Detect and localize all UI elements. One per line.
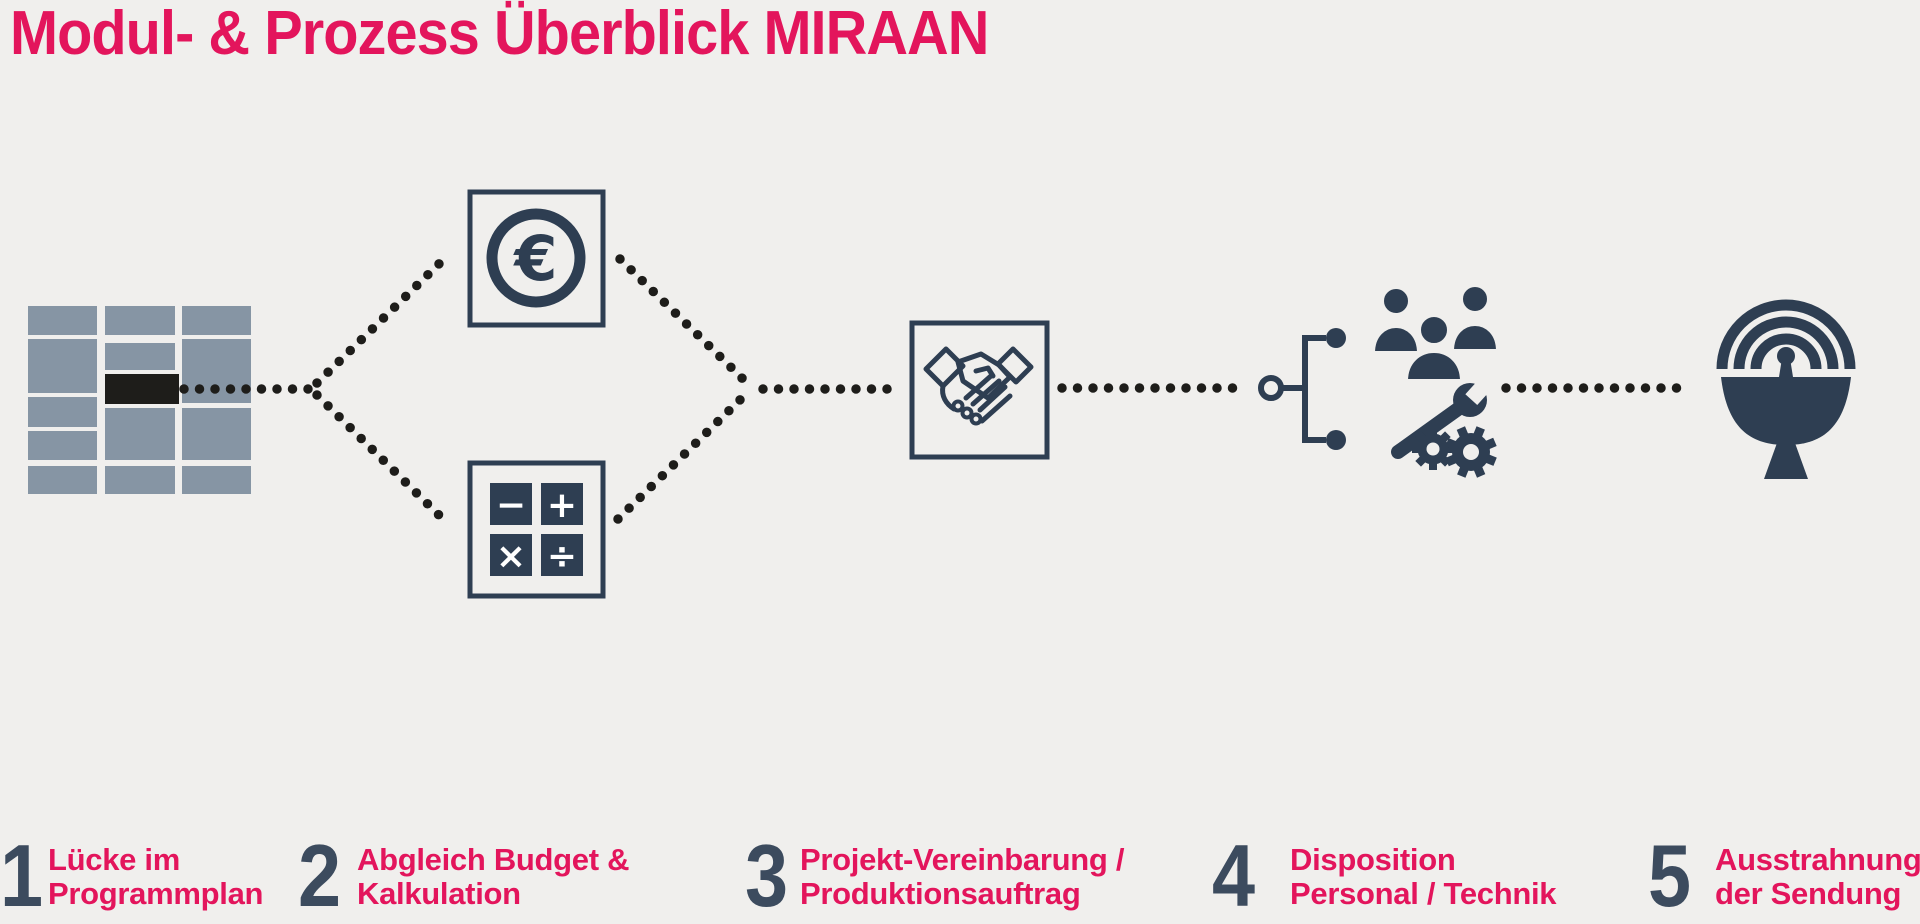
dotted-line-split-to-calculator (312, 390, 449, 525)
step-3-label-line1: Projekt-Vereinbarung / (800, 842, 1125, 877)
step-3-number: 3 (745, 826, 789, 924)
broadcast-dish-icon (1716, 299, 1856, 479)
page-title: Modul- & Prozess Überblick MIRAAN (10, 0, 989, 68)
divide-symbol: ÷ (547, 536, 577, 577)
program-gap-cell (105, 374, 179, 404)
step-5-number: 5 (1648, 826, 1692, 924)
gear-large (1445, 426, 1497, 478)
schedule-grid-icon (28, 306, 251, 494)
minus-symbol: − (496, 485, 526, 526)
step-2-label-line1: Abgleich Budget & (357, 842, 630, 877)
step-2-label: Abgleich Budget & Kalkulation (357, 843, 629, 911)
step-3-label: Projekt-Vereinbarung / Produktionsauftra… (800, 843, 1124, 911)
step-2-label-line2: Kalkulation (357, 876, 521, 911)
step-3-label-line2: Produktionsauftrag (800, 876, 1081, 911)
step-1-number: 1 (0, 826, 44, 924)
dotted-line-calculator-to-merge (613, 391, 749, 524)
step-1-label-line1: Lücke im (48, 842, 180, 877)
euro-coin-icon: € (467, 189, 606, 328)
multiply-symbol: × (496, 536, 526, 577)
step-2-number: 2 (298, 826, 342, 924)
team-icon (1370, 283, 1501, 383)
wrench-gears-icon (1391, 374, 1497, 478)
step-4-number: 4 (1212, 826, 1256, 924)
plus-symbol: + (547, 485, 577, 526)
dotted-line-euro-to-merge (615, 254, 750, 386)
step-4-label-line1: Disposition (1290, 842, 1456, 877)
calculator-icon: − + × ÷ (467, 460, 606, 599)
step-5-label-line2: der Sendung (1715, 876, 1902, 911)
step-1-label: Lücke im Programmplan (48, 843, 263, 911)
step-1-label-line2: Programmplan (48, 876, 264, 911)
branch-connector (1258, 328, 1346, 450)
handshake-icon (909, 320, 1050, 460)
step-5-label: Ausstrahnung der Sendung (1715, 843, 1920, 911)
dotted-line-split-to-euro (312, 252, 451, 388)
gear-small (1412, 428, 1454, 470)
euro-symbol: € (512, 222, 557, 295)
step-5-label-line1: Ausstrahnung (1715, 842, 1920, 877)
step-4-label: Disposition Personal / Technik (1290, 842, 1557, 911)
dotted-connectors (179, 252, 1695, 525)
step-4-label-line2: Personal / Technik (1290, 876, 1557, 911)
